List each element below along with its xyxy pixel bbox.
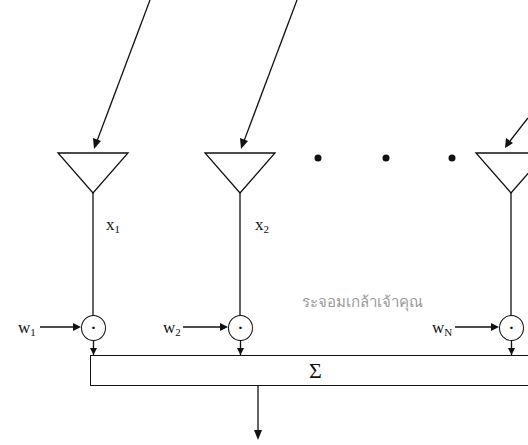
signal-connector <box>237 341 244 355</box>
signal-name: x2 <box>255 216 269 235</box>
signal-name: x1 <box>106 216 120 235</box>
summation-box: Σ <box>90 355 528 386</box>
signal-connector <box>90 341 97 355</box>
weight-name: w2 <box>163 319 181 338</box>
multiplier-circle: · <box>228 315 253 341</box>
weight-name: w1 <box>18 319 36 338</box>
sum-sign: Σ <box>309 360 322 382</box>
multiply-sign: · <box>508 317 515 339</box>
multiplier-circle: · <box>81 315 106 341</box>
multiply-sign: · <box>90 317 97 339</box>
weight-name: wN <box>432 319 452 338</box>
multiply-sign: · <box>237 317 244 339</box>
signal-connector <box>508 341 515 355</box>
multiplier-circle: · <box>499 315 524 341</box>
watermark: ระจอมเกล้าเจ้าคุณ <box>300 290 425 314</box>
